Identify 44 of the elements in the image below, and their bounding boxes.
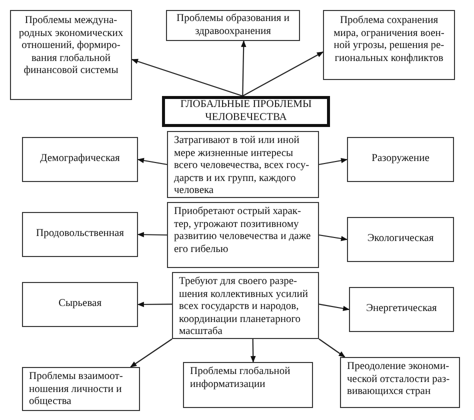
arrow xyxy=(250,339,256,363)
box-text: Проблемы образования и здравоохранения xyxy=(175,12,291,38)
box-text: Экологическая xyxy=(367,233,434,246)
box-text: Преодоление экономи-ческой отсталости раз-вивающихся стран xyxy=(347,361,451,399)
arrow xyxy=(137,232,167,238)
box-text: Требуют для своего разре-шения коллективных усилий всех государств и народов, координации планетарного масштаба xyxy=(179,276,309,339)
box-text: Сырьевая xyxy=(58,298,102,311)
title-box xyxy=(162,96,330,127)
text-box xyxy=(22,282,138,327)
arrow xyxy=(137,158,168,166)
text-box xyxy=(347,137,454,182)
box-text: Энергетическая xyxy=(366,303,437,316)
text-box xyxy=(167,131,319,198)
arrow xyxy=(318,158,348,166)
arrow xyxy=(240,40,246,96)
text-box xyxy=(167,202,319,268)
text-box xyxy=(22,137,138,182)
box-text: Проблемы междуна-родных экономических отношений, формиро-вания глобальной финансовой системы xyxy=(18,15,124,78)
title-text: ГЛОБАЛЬНЫЕ ПРОБЛЕМЫ ЧЕЛОВЕЧЕСТВА xyxy=(179,98,313,124)
arrow xyxy=(242,52,324,96)
text-box xyxy=(323,10,455,80)
box-text: Проблемы взаимоот-ношения личности и общества xyxy=(29,371,124,409)
box-text: Демографическая xyxy=(40,153,120,166)
arrow xyxy=(137,302,172,308)
box-text: Проблемы глобальной информатизации xyxy=(190,366,292,392)
text-box xyxy=(340,357,460,408)
box-text: Разоружение xyxy=(372,153,430,166)
arrow xyxy=(318,234,348,242)
text-box xyxy=(172,272,319,339)
box-text: Затрагивают в той или иной мере жизненные интересы всего человечества, всех госу-дарств и их групп, каждого человека xyxy=(174,135,310,198)
text-box xyxy=(347,217,454,262)
box-text: Приобретают острый харак-тер, угрожают позитивному развитию человечества и даже его гибелью xyxy=(174,206,312,256)
arrow xyxy=(318,304,350,312)
text-box xyxy=(22,212,138,257)
text-box xyxy=(10,10,132,100)
text-box xyxy=(166,10,300,41)
arrow xyxy=(318,338,346,358)
arrow xyxy=(131,58,243,97)
text-box xyxy=(183,362,313,408)
box-text: Продовольственная xyxy=(36,228,124,241)
text-box xyxy=(349,287,454,332)
box-text: Проблема сохранения мира, ограничения воен-ной угрозы, решения ре-гиональных конфликтов xyxy=(332,15,446,66)
text-box xyxy=(22,367,140,411)
arrow xyxy=(130,338,172,368)
